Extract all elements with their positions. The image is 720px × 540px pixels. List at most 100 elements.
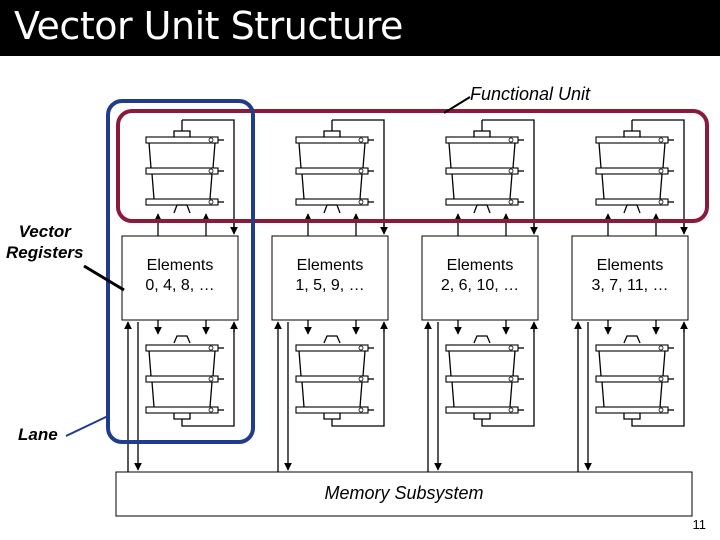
pipeline-latch-clock xyxy=(508,168,514,174)
pipeline-stage-wall xyxy=(362,350,366,377)
pipeline-latch xyxy=(295,136,369,144)
register-file-box xyxy=(121,235,239,321)
pipeline-stage-wall xyxy=(662,350,666,377)
pipeline-stage-wall xyxy=(598,350,602,377)
pipeline-latch xyxy=(145,136,219,144)
bottom-return-path xyxy=(481,324,535,427)
pipeline-stage-wall xyxy=(359,173,363,200)
pipeline-output-tab xyxy=(623,413,641,420)
register-label-lane-0: Elements 0, 4, 8, … xyxy=(122,256,238,296)
pipeline-stage-wall xyxy=(451,381,455,408)
pipeline-latch-clock xyxy=(208,407,214,413)
register-label-line2: 0, 4, 8, … xyxy=(145,277,215,294)
register-file-box xyxy=(271,235,389,321)
register-label-lane-3: Elements 3, 7, 11, … xyxy=(572,256,688,296)
memory-subsystem-box xyxy=(115,471,693,517)
pipeline-stage-wall xyxy=(298,142,302,169)
pipeline-latch xyxy=(445,167,519,175)
functional-unit-outline xyxy=(116,109,709,223)
pipeline-stage-wall xyxy=(598,142,602,169)
register-file-box xyxy=(571,235,689,321)
register-label-line2: 1, 5, 9, … xyxy=(295,277,365,294)
pipeline-stage-wall xyxy=(601,381,605,408)
pipeline-latch xyxy=(145,167,219,175)
pipeline-stage-wall xyxy=(148,142,152,169)
bottom-return-path xyxy=(631,324,685,427)
pipeline-latch xyxy=(445,406,519,414)
pipeline-latch-clock xyxy=(658,199,664,205)
pipeline-latch xyxy=(445,375,519,383)
pipeline-latch-clock xyxy=(208,199,214,205)
pipeline-stage-wall xyxy=(512,350,516,377)
pipeline-input-tab xyxy=(623,130,641,137)
pipeline-latch-clock xyxy=(208,345,214,351)
pipeline-latch-clock xyxy=(208,168,214,174)
pipeline-stage-wall xyxy=(512,142,516,169)
pipeline-notch xyxy=(173,204,191,214)
pipeline-latch-clock xyxy=(508,407,514,413)
functional-unit-pointer xyxy=(443,96,471,114)
pipeline-latch xyxy=(595,136,669,144)
pipeline-latch xyxy=(595,167,669,175)
pipeline-notch xyxy=(323,204,341,214)
pipeline-stage-wall xyxy=(212,350,216,377)
pipeline-latch-clock xyxy=(358,407,364,413)
pipeline-latch xyxy=(445,198,519,206)
pipeline-notch xyxy=(623,204,641,214)
pipeline-stage-wall xyxy=(148,350,152,377)
pipeline-stage-wall xyxy=(301,381,305,408)
register-label-line1: Elements xyxy=(146,257,214,274)
pipeline-latch-clock xyxy=(508,345,514,351)
pipeline-stage-wall xyxy=(301,173,305,200)
memory-subsystem-label: Memory Subsystem xyxy=(324,483,484,503)
pipeline-latch xyxy=(445,344,519,352)
pipeline-latch xyxy=(445,136,519,144)
pipeline-notch xyxy=(323,335,341,344)
pipeline-latch xyxy=(295,344,369,352)
pipeline-latch xyxy=(295,198,369,206)
pipeline-stage-wall xyxy=(212,142,216,169)
register-label-line1: Elements xyxy=(296,257,364,274)
pipeline-input-tab xyxy=(323,130,341,137)
pipeline-latch xyxy=(595,344,669,352)
pipeline-stage-wall xyxy=(601,173,605,200)
pipeline-input-tab xyxy=(473,130,491,137)
pipeline-latch xyxy=(295,167,369,175)
pipeline-stage-wall xyxy=(448,350,452,377)
pipeline-latch-clock xyxy=(358,137,364,143)
pipeline-stage-wall xyxy=(362,142,366,169)
vector-registers-pointer xyxy=(83,264,125,292)
pipeline-stage-wall xyxy=(151,381,155,408)
page-number: 11 xyxy=(692,517,707,532)
pipeline-latch-clock xyxy=(658,345,664,351)
pipeline-stage-wall xyxy=(448,142,452,169)
pipeline-latch-clock xyxy=(658,168,664,174)
vector-registers-label-line2: Registers xyxy=(6,243,84,262)
pipeline-stage-wall xyxy=(209,173,213,200)
pipeline-latch xyxy=(295,406,369,414)
functional-unit-label: Functional Unit xyxy=(470,84,591,104)
pipeline-latch xyxy=(595,406,669,414)
pipeline-latch-clock xyxy=(358,376,364,382)
pipeline-stage-wall xyxy=(509,381,513,408)
pipeline-latch xyxy=(295,375,369,383)
pipeline-notch xyxy=(473,335,491,344)
register-label-line2: 3, 7, 11, … xyxy=(591,277,669,294)
pipeline-latch xyxy=(595,375,669,383)
lane-pointer xyxy=(65,415,109,437)
pipeline-stage-wall xyxy=(298,350,302,377)
pipeline-output-tab xyxy=(323,413,341,420)
writeback-path xyxy=(332,119,385,232)
vector-registers-label: Vector Registers xyxy=(6,221,83,263)
slide-title: Vector Unit Structure xyxy=(14,4,403,48)
pipeline-latch xyxy=(145,344,219,352)
writeback-path xyxy=(482,119,535,232)
pipeline-output-tab xyxy=(173,413,191,420)
bottom-return-path xyxy=(181,324,235,427)
pipeline-notch xyxy=(173,335,191,344)
lane-label: Lane xyxy=(18,425,58,444)
pipeline-stage-wall xyxy=(451,173,455,200)
pipeline-latch xyxy=(145,375,219,383)
pipeline-stage-wall xyxy=(151,173,155,200)
